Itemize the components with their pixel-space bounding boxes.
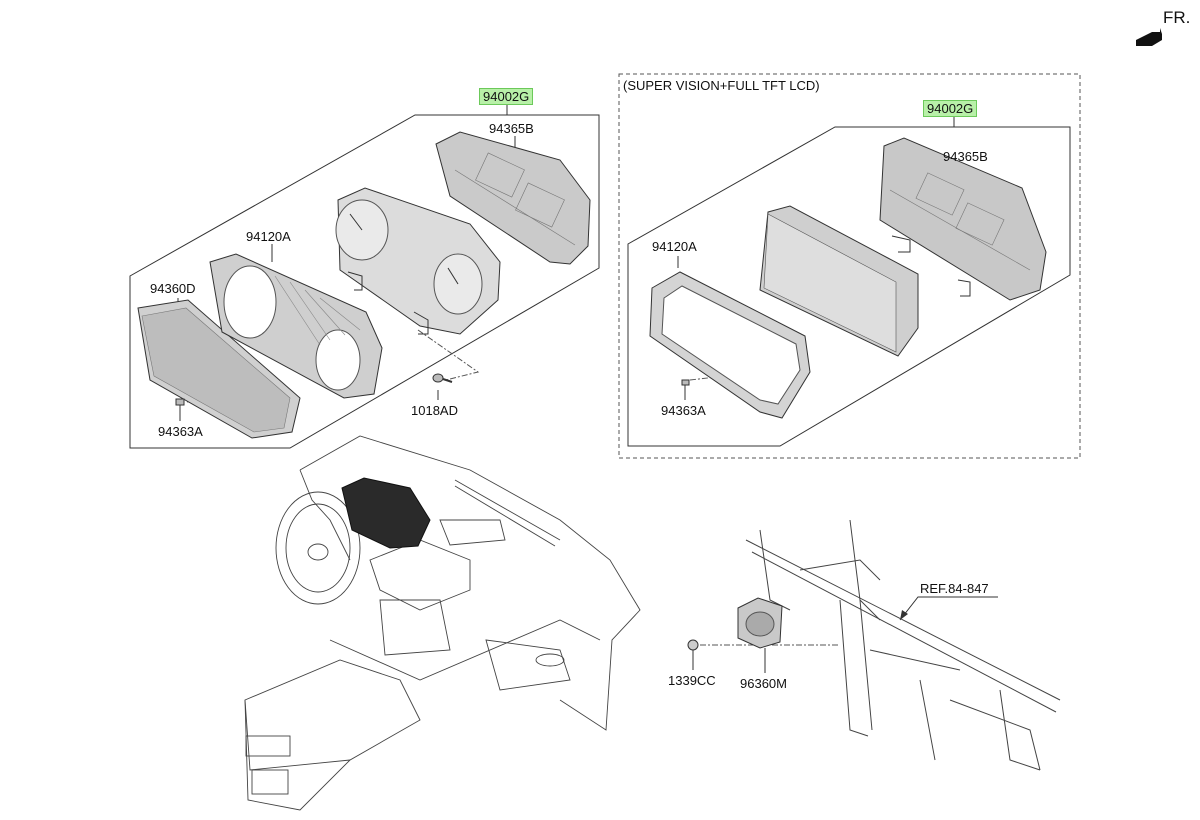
left-assembly-frame bbox=[129, 114, 600, 449]
leader-lines bbox=[177, 105, 998, 673]
part-label-94120A-left[interactable]: 94120A bbox=[246, 229, 291, 244]
variant-note: (SUPER VISION+FULL TFT LCD) bbox=[623, 78, 820, 93]
dashboard-cluster-highlight bbox=[341, 477, 431, 549]
part-label-94363A-right[interactable]: 94363A bbox=[661, 403, 706, 418]
right-assembly-frame bbox=[627, 126, 1071, 447]
cowl-cross-bar-illustration bbox=[745, 519, 1061, 771]
cluster-gauge-body bbox=[335, 187, 501, 335]
clip-left-icon bbox=[175, 398, 185, 406]
speaker-96360M-icon bbox=[737, 597, 783, 649]
tft-case-94365B bbox=[879, 137, 1047, 301]
tft-mask-94120A bbox=[649, 271, 811, 419]
part-label-1018AD[interactable]: 1018AD bbox=[411, 403, 458, 418]
part-label-1339CC[interactable]: 1339CC bbox=[668, 673, 716, 688]
part-label-94120A-right[interactable]: 94120A bbox=[652, 239, 697, 254]
part-label-94365B-left[interactable]: 94365B bbox=[489, 121, 534, 136]
dashboard-illustration bbox=[244, 435, 641, 811]
variant-dashed-box bbox=[618, 73, 1081, 459]
front-direction-label: FR. bbox=[1163, 8, 1191, 27]
nut-1339CC-icon bbox=[687, 639, 699, 651]
clip-right-icon bbox=[681, 379, 690, 386]
cluster-mask-94120A bbox=[209, 253, 383, 399]
cluster-case-94365B bbox=[435, 131, 591, 265]
part-label-94360D[interactable]: 94360D bbox=[150, 281, 196, 296]
part-label-94002G-right[interactable]: 94002G bbox=[923, 100, 978, 117]
part-label-94363A-left[interactable]: 94363A bbox=[158, 424, 203, 439]
cluster-window-94360D bbox=[137, 299, 301, 439]
reference-label[interactable]: REF.84-847 bbox=[920, 581, 989, 596]
part-label-96360M[interactable]: 96360M bbox=[740, 676, 787, 691]
part-label-94365B-right[interactable]: 94365B bbox=[943, 149, 988, 164]
part-label-94002G-left[interactable]: 94002G bbox=[479, 88, 534, 105]
front-direction-arrow-icon bbox=[1136, 28, 1162, 46]
screw-1018AD-icon bbox=[432, 373, 453, 383]
tft-lcd-panel bbox=[759, 205, 919, 357]
